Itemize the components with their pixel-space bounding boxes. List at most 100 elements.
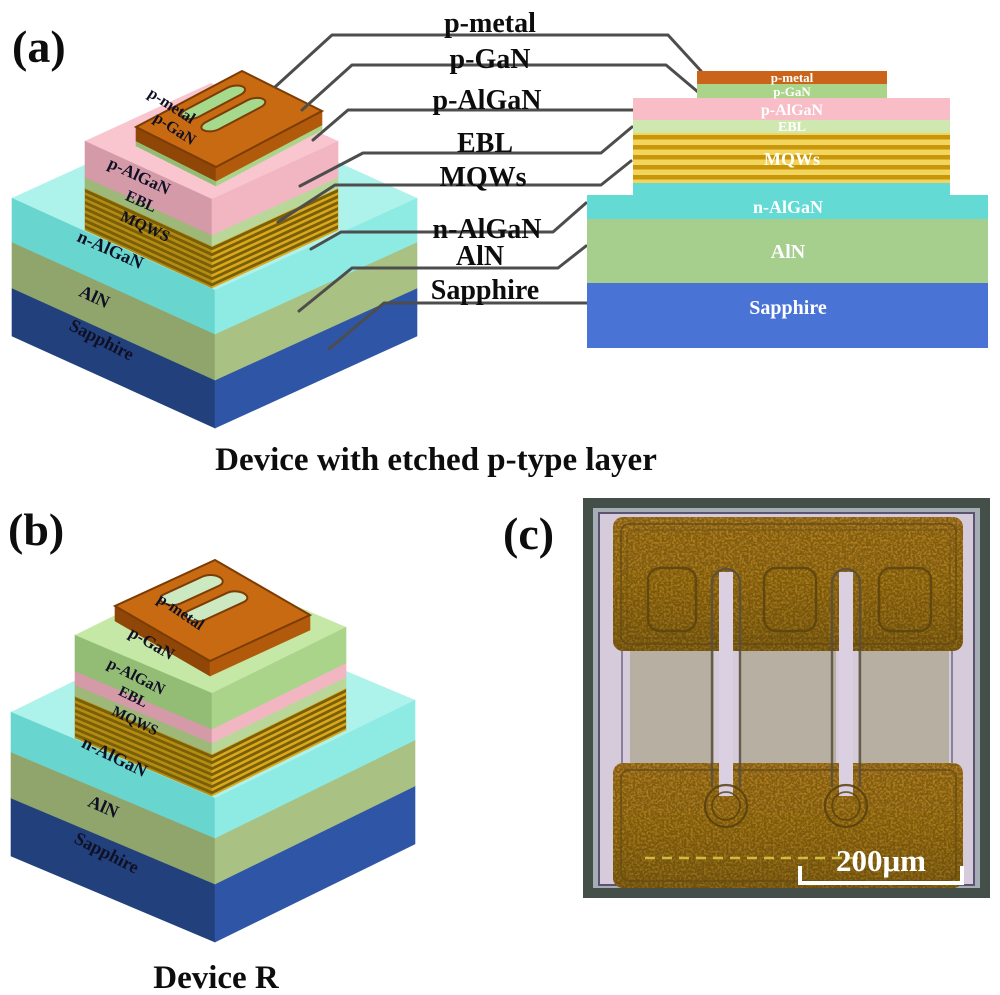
mqw-stripe — [75, 709, 212, 771]
mesa-segment — [630, 651, 714, 763]
mesa-segment — [858, 651, 949, 763]
finger-electrode — [703, 567, 749, 829]
xsec-layer — [587, 283, 988, 348]
mqw-stripe — [85, 207, 212, 269]
gold-inner-outline — [620, 523, 957, 645]
panel-a-leader-lines — [273, 33, 703, 351]
gold-inner-outline — [626, 529, 951, 639]
xsec-layer — [697, 84, 887, 98]
leader-line — [297, 244, 588, 313]
bond-pad-outline — [646, 566, 698, 633]
mqw-stripe — [85, 213, 212, 275]
finger-ring-inner — [831, 791, 861, 821]
p-metal-rim — [136, 71, 322, 167]
panel-b-caption: Device R — [153, 960, 280, 995]
p-metal-slot — [155, 572, 227, 607]
xsec-mqw-stripe — [633, 175, 950, 180]
panel-a-tag: (a) — [12, 21, 66, 72]
mqw-stripe — [212, 225, 338, 287]
p-metal-slot — [177, 83, 250, 121]
xsec-layer — [697, 71, 887, 84]
panel-a-3d-stack: p-metalp-GaNp-AlGaNEBLMQWSn-AlGaNAlNSapp… — [11, 71, 418, 429]
mqw-stripe — [212, 195, 338, 257]
finger-strip — [839, 572, 853, 796]
mqw-stripe — [85, 225, 212, 287]
mqw-stripe — [75, 697, 212, 759]
leader-line — [309, 201, 588, 251]
leader-line — [276, 159, 633, 224]
p-metal-rim — [115, 560, 310, 661]
leader-line — [311, 108, 635, 142]
scale-bar-label: 200μm — [836, 843, 926, 878]
leader-line — [298, 125, 634, 188]
bond-pad-outline — [877, 566, 933, 633]
finger-electrode — [823, 567, 869, 829]
leader-line — [273, 33, 703, 89]
xsec-label: p-metal — [771, 70, 814, 85]
xsec-label: EBL — [778, 120, 806, 135]
xsec-mqw-stripe — [633, 135, 950, 140]
finger-outline — [710, 567, 742, 787]
mqw-stripe — [212, 701, 346, 771]
xsec-label: p-AlGaN — [761, 102, 824, 119]
center-label-1: p-GaN — [450, 44, 531, 75]
panel-c-micrograph: 200μm — [583, 498, 990, 898]
gold-inner-outline — [620, 769, 957, 882]
finger-ring-inner — [711, 791, 741, 821]
panel-b-tag: (b) — [8, 504, 64, 555]
mqw-stripe — [75, 715, 212, 777]
center-label-6: AlN — [456, 241, 504, 272]
center-label-3: EBL — [457, 128, 513, 159]
panel-a-center-labels: p-metalp-GaNp-AlGaNEBLMQWsn-AlGaNAlNSapp… — [431, 8, 542, 306]
mqw-stripe — [85, 219, 212, 281]
mqw-stripe — [85, 195, 212, 257]
xsec-layer — [633, 98, 950, 120]
mesa-segment — [739, 651, 836, 763]
xsec-label: AlN — [771, 241, 806, 263]
finger-ring-outer — [823, 783, 869, 829]
mqw-stripe — [85, 201, 212, 263]
mqw-stripe — [212, 219, 338, 281]
n-pad-region-top — [613, 517, 963, 651]
p-metal-slots — [153, 572, 254, 623]
center-label-4: MQWs — [439, 162, 526, 193]
panel-c-tag: (c) — [503, 508, 554, 559]
xsec-mqw-stripe — [633, 145, 950, 150]
panel-b-3d-stack: p-metalp-GaNp-AlGaNEBLMQWSn-AlGaNAlNSapp… — [10, 560, 416, 943]
mqw-stripe — [85, 189, 212, 251]
finger-ring-outer — [703, 783, 749, 829]
xsec-label: p-GaN — [773, 84, 811, 99]
mqw-stripe — [212, 201, 338, 263]
panel-a-caption: Device with etched p-type layer — [215, 442, 657, 478]
p-metal-slot — [197, 96, 270, 134]
mqw-stripe — [212, 713, 346, 783]
xsec-layer — [587, 219, 988, 283]
center-label-5: n-AlGaN — [433, 214, 542, 245]
scale-bar — [798, 866, 964, 885]
p-metal-slots — [174, 83, 271, 133]
mqw-stripe — [212, 695, 346, 765]
finger-outline — [830, 567, 862, 787]
mqw-stripe — [212, 707, 346, 777]
mqw-stripe — [212, 689, 346, 759]
mqw-stripe — [75, 733, 212, 795]
xsec-label: n-AlGaN — [753, 197, 823, 217]
xsec-mqw-stripe — [633, 155, 950, 160]
leader-line — [327, 301, 591, 351]
leader-line — [300, 63, 700, 112]
xsec-label: MQWs — [764, 149, 820, 169]
finger-strip — [719, 572, 733, 796]
mqw-stripe — [212, 213, 338, 275]
xsec-label: Sapphire — [749, 297, 827, 319]
mqw-stripe — [75, 727, 212, 789]
mqw-stripe — [75, 721, 212, 783]
center-label-2: p-AlGaN — [433, 85, 542, 116]
xsec-layer — [633, 120, 950, 133]
mqw-stripe — [212, 725, 346, 795]
mqw-stripe — [212, 207, 338, 269]
center-label-7: Sapphire — [431, 275, 539, 306]
xsec-mqw-stripe — [633, 165, 950, 170]
